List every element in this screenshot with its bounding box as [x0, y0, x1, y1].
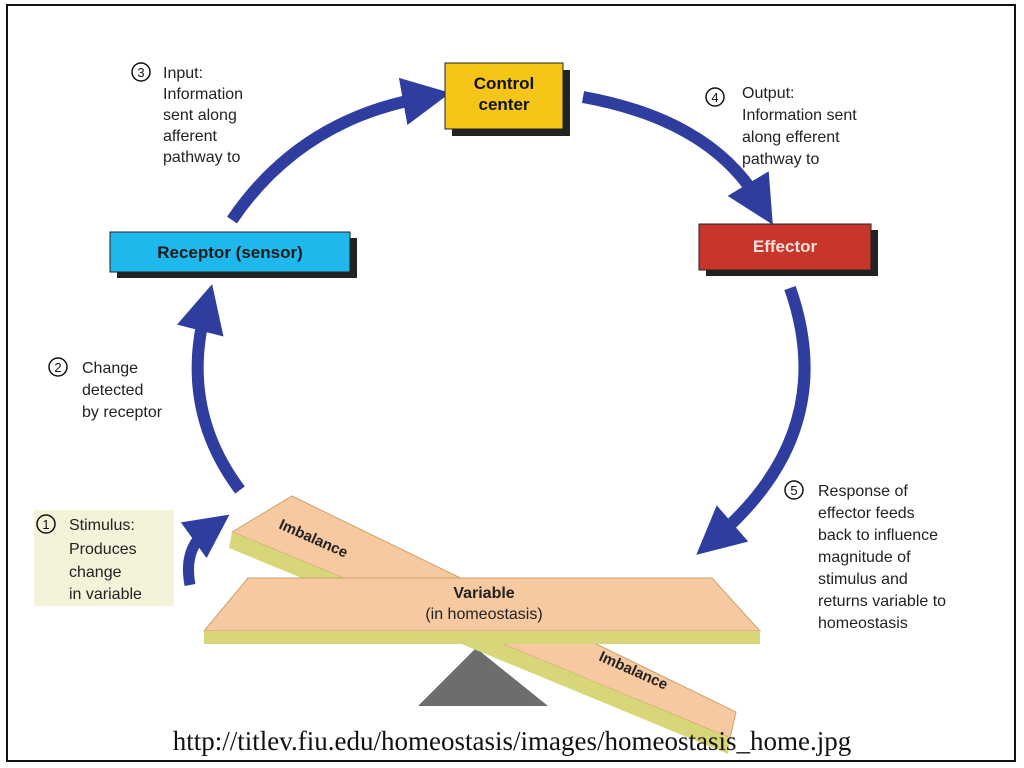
step-4-line-1: Output: — [742, 85, 794, 102]
step-2-line-1: Change — [82, 360, 138, 377]
step-2-note: 2 Change detected by receptor — [48, 357, 163, 421]
stimulus-background — [34, 510, 174, 606]
step-1-note: 1 Stimulus: Produces change in variable — [34, 510, 174, 606]
step-4-line-4: pathway to — [742, 151, 819, 168]
svg-text:center: center — [478, 95, 529, 114]
step-3-line-1: Input: — [163, 65, 203, 82]
step-1-line-1: Stimulus: — [69, 517, 135, 534]
variable-subtitle: (in homeostasis) — [425, 606, 542, 623]
step-5-line-3: back to influence — [818, 527, 938, 544]
step-4-note: 4 Output: Information sent along efferen… — [705, 85, 857, 168]
step-1-line-2: Produces — [69, 541, 137, 558]
svg-text:Effector: Effector — [753, 237, 818, 256]
step-3-line-4: afferent — [163, 128, 218, 145]
variable-title: Variable — [453, 585, 514, 602]
arrow-receptor-to-control — [227, 77, 451, 224]
step-4-number: 4 — [711, 90, 718, 105]
step-5-number: 5 — [790, 483, 797, 498]
control-center-label-2: center — [478, 95, 529, 114]
step-5-line-7: homeostasis — [818, 615, 908, 632]
control-center-box: Control center — [444, 62, 570, 136]
step-5-line-2: effector feeds — [818, 505, 915, 522]
step-5-note: 5 Response of effector feeds back to inf… — [784, 480, 946, 632]
step-1-line-4: in variable — [69, 586, 142, 603]
step-5-line-5: stimulus and — [818, 571, 908, 588]
step-3-line-5: pathway to — [163, 149, 240, 166]
arrow-change-to-receptor — [177, 284, 245, 494]
step-3-line-2: Information — [163, 86, 243, 103]
step-1-number: 1 — [42, 517, 49, 532]
step-4-line-3: along efferent — [742, 129, 840, 146]
control-center-label-1: Control — [474, 74, 534, 93]
source-url: http://titlev.fiu.edu/homeostasis/images… — [172, 726, 852, 756]
effector-box: Effector — [698, 223, 878, 276]
arrow-control-to-effector — [581, 91, 773, 225]
step-1-line-3: change — [69, 564, 122, 581]
step-3-number: 3 — [137, 65, 144, 80]
receptor-label: Receptor (sensor) — [157, 243, 302, 262]
receptor-box: Receptor (sensor) — [109, 231, 357, 278]
fulcrum — [418, 648, 548, 706]
step-5-line-1: Response of — [818, 483, 908, 500]
step-3-line-3: sent along — [163, 107, 237, 124]
step-2-number: 2 — [54, 360, 61, 375]
step-2-line-2: detected — [82, 382, 143, 399]
step-5-line-4: magnitude of — [818, 549, 911, 566]
slide-frame — [6, 4, 1016, 762]
step-4-line-2: Information sent — [742, 107, 857, 124]
arrow-effector-to-variable — [696, 286, 811, 555]
svg-text:Control: Control — [474, 74, 534, 93]
variable-plank: Variable (in homeostasis) — [202, 577, 762, 644]
effector-label: Effector — [753, 237, 818, 256]
step-2-line-3: by receptor — [82, 404, 163, 421]
step-5-line-6: returns variable to — [818, 593, 946, 610]
svg-text:Receptor (sensor): Receptor (sensor) — [157, 243, 302, 262]
step-3-note: 3 Input: Information sent along afferent… — [131, 62, 243, 166]
arrow-stimulus — [180, 514, 230, 587]
